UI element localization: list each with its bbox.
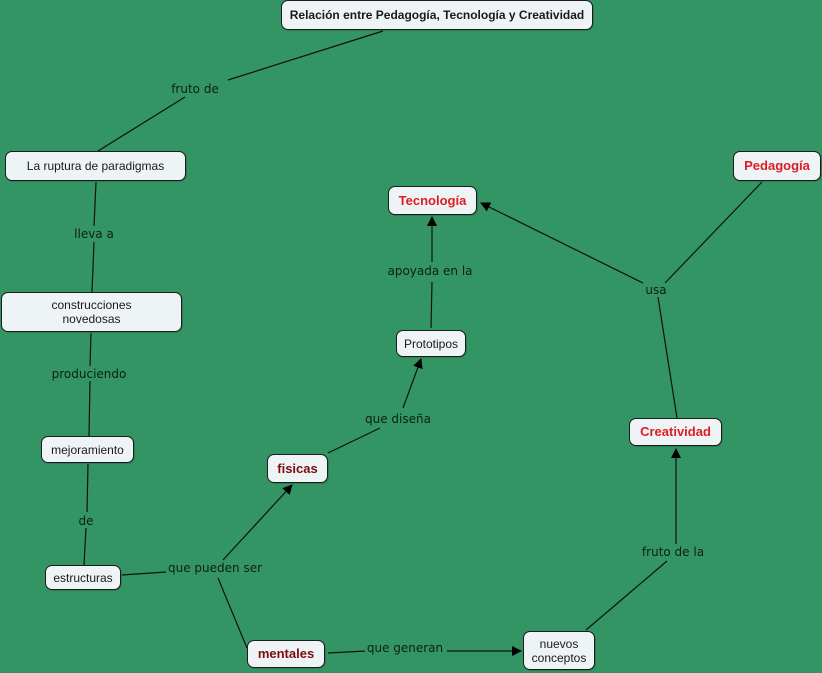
link-fruto-de: fruto de [169,82,221,96]
concept-nuevos-conceptos[interactable]: nuevos conceptos [523,631,595,670]
concept-tecnologia[interactable]: Tecnología [388,186,477,215]
edge-frutode-ruptura [97,96,186,152]
edge-estructuras-quepuedenser [121,571,167,576]
edge-usa-tecnologia [480,202,644,284]
edge-produciendo-mejoramiento [88,380,91,437]
edge-ruptura-llevaa [93,181,97,227]
concept-mejoramiento[interactable]: mejoramiento [41,436,134,463]
edge-mentales-quegeneran [327,650,367,654]
link-que-generan: que generan [364,641,446,655]
concept-estructuras[interactable]: estructuras [45,565,121,590]
edge-fisicas-quedisena [327,427,381,454]
edge-prototipos-apoyada [430,281,433,329]
link-lleva-a: lleva a [72,227,116,241]
concept-construcciones-novedosas[interactable]: construcciones novedosas [1,292,182,332]
edge-pedagogia-usa [664,181,763,284]
edge-mejoramiento-de [86,463,89,513]
link-que-disena: que diseña [363,412,433,426]
edge-llevaa-construcciones [91,241,95,293]
link-que-pueden-ser: que pueden ser [165,561,265,575]
concept-mentales[interactable]: mentales [247,640,325,668]
link-apoyada-en-la: apoyada en la [385,264,475,278]
concept-pedagogia[interactable]: Pedagogía [733,151,821,181]
edge-quepuedenser-fisicas [222,484,293,561]
edge-quepuedenser-mentales [217,577,248,649]
edge-title-frutode [227,30,384,81]
concept-fisicas[interactable]: fisicas [267,454,328,483]
concept-creatividad[interactable]: Creatividad [629,418,722,446]
link-de: de [76,514,96,528]
concept-prototipos[interactable]: Prototipos [396,330,466,357]
link-produciendo: produciendo [49,367,129,381]
concept-ruptura-de-paradigmas[interactable]: La ruptura de paradigmas [5,151,186,181]
edge-quedisena-prototipos [402,358,423,409]
concept-title[interactable]: Relación entre Pedagogía, Tecnología y C… [281,0,593,30]
link-fruto-de-la: fruto de la [639,545,707,559]
edge-construcciones-produciendo [89,332,92,367]
edge-de-estructuras [83,527,87,566]
edge-usa-creatividad [657,296,678,419]
link-usa: usa [643,283,669,297]
edge-nuevos-frutodela [585,560,668,631]
